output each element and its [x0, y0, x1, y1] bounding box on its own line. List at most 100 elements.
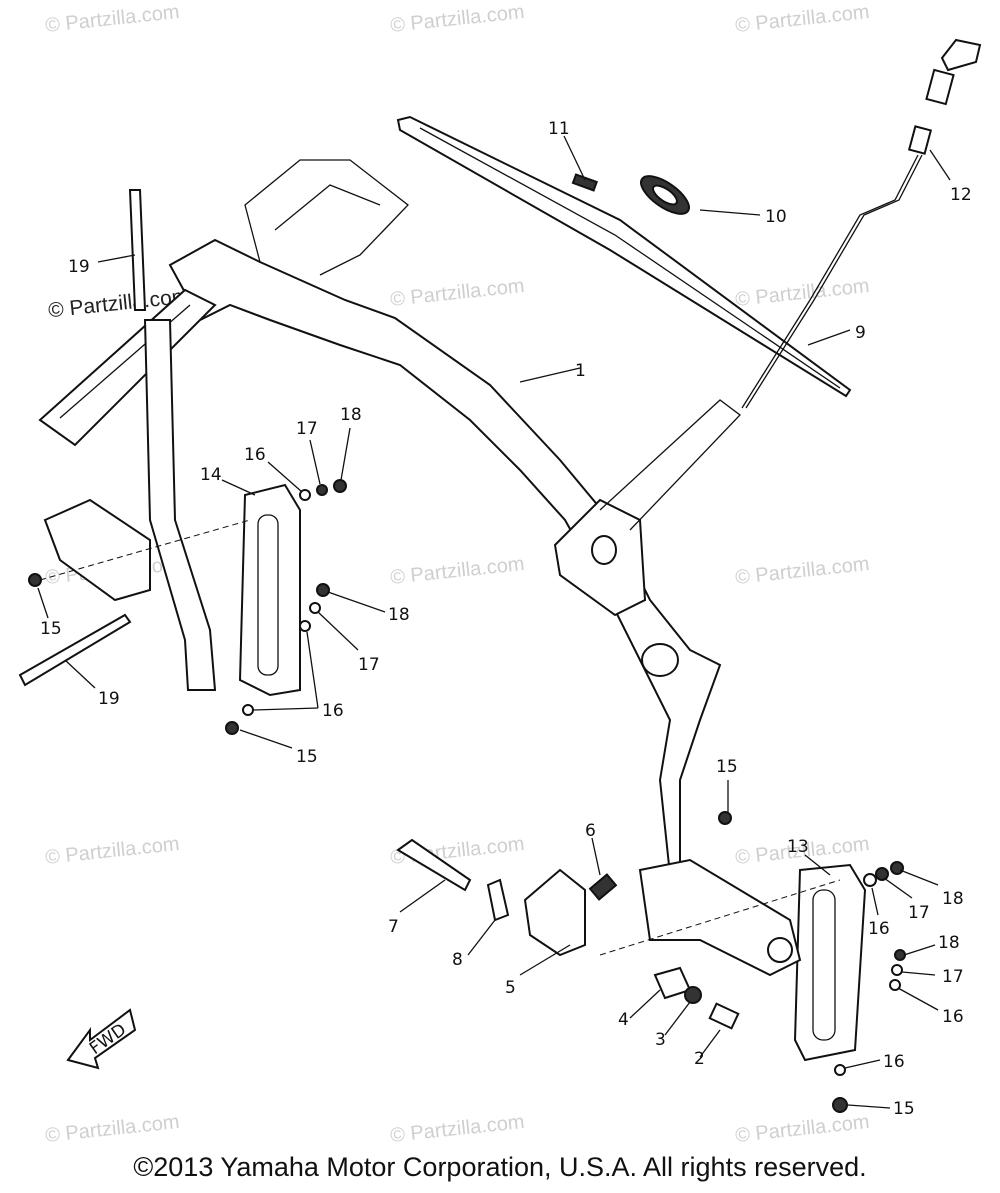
leader-line: [929, 149, 951, 181]
bolt-small-part: [708, 1002, 740, 1030]
callout: 19: [68, 257, 90, 277]
leader-line: [847, 1104, 891, 1109]
left-leg-part: [143, 319, 217, 691]
strap-part: [128, 189, 147, 311]
leader-line: [340, 427, 351, 481]
washer-part: [242, 704, 254, 716]
leader-line: [804, 854, 831, 876]
leader-line: [252, 707, 319, 711]
leader-line: [901, 971, 936, 976]
callout: 3: [655, 1030, 666, 1050]
leader-line: [519, 944, 571, 976]
leader-line: [563, 135, 586, 181]
fwd-arrow-icon: [66, 1008, 137, 1070]
callout: 14: [200, 465, 222, 485]
shield-plate-edge: [419, 127, 841, 389]
frame-top-detail: [274, 184, 381, 231]
clamp-part: [523, 868, 586, 957]
washer-part: [316, 484, 328, 496]
leader-line: [807, 329, 851, 346]
callout: 17: [358, 655, 380, 675]
washer-part: [684, 986, 702, 1004]
callout: 16: [868, 919, 890, 939]
leader-line: [239, 729, 293, 749]
leader-line: [844, 1059, 881, 1069]
callout: 18: [388, 605, 410, 625]
bolt-part: [225, 721, 239, 735]
leader-line: [37, 587, 49, 619]
leader-line: [327, 591, 386, 613]
callout: 15: [893, 1099, 915, 1119]
callout: 18: [938, 933, 960, 953]
callout: 15: [40, 619, 62, 639]
leader-line: [699, 209, 761, 216]
leader-line: [699, 1029, 721, 1058]
washer-part: [891, 964, 903, 976]
washer-part: [309, 602, 321, 614]
leader-line: [221, 479, 256, 496]
leader-line: [399, 879, 446, 913]
leader-line: [97, 254, 136, 263]
frame-bracket-hole: [591, 535, 617, 565]
callout: 11: [548, 119, 570, 139]
callout: 12: [950, 185, 972, 205]
leader-line: [903, 944, 936, 956]
center-stay-slot: [257, 514, 279, 676]
washer-part: [299, 620, 311, 632]
bolt-part: [28, 573, 42, 587]
washer-part: [889, 979, 901, 991]
callout: 17: [942, 967, 964, 987]
leader-line: [897, 987, 939, 1011]
leader-line: [591, 837, 601, 876]
leader-line: [629, 989, 661, 1019]
right-bracket-hole: [767, 937, 793, 963]
bolt-part: [832, 1097, 848, 1113]
callout: 15: [296, 747, 318, 767]
assembly-line: [39, 519, 251, 581]
cable-line: [741, 154, 919, 409]
leader-line: [519, 367, 581, 383]
leader-line: [267, 461, 303, 493]
leader-line: [883, 877, 913, 899]
nut-part: [894, 949, 906, 961]
pin-part: [588, 873, 618, 901]
leader-line: [664, 1001, 691, 1036]
bolt-part: [718, 811, 732, 825]
cable-knob-part: [940, 38, 982, 72]
callout: 13: [787, 837, 809, 857]
frame-boss: [641, 643, 679, 677]
right-stay-slot: [812, 889, 836, 1041]
shield-plate-part: [396, 115, 852, 398]
cable-line: [745, 154, 923, 409]
callout: 16: [244, 445, 266, 465]
washer-part: [875, 867, 889, 881]
leader-line: [871, 887, 879, 916]
callout: 1: [575, 361, 586, 381]
callout: 16: [322, 701, 344, 721]
left-lower-bracket-part: [43, 498, 151, 602]
callout: 18: [942, 889, 964, 909]
nut-part: [333, 479, 347, 493]
assembly-line: [599, 879, 841, 956]
callout: 10: [765, 207, 787, 227]
copyright-notice: ©2013 Yamaha Motor Corporation, U.S.A. A…: [133, 1152, 867, 1182]
callout: 2: [694, 1049, 705, 1069]
callout: 6: [585, 821, 596, 841]
leader-line: [317, 611, 359, 651]
callout: 8: [452, 950, 463, 970]
callout: 15: [716, 757, 738, 777]
leader-line: [64, 659, 96, 689]
right-stay-part: [793, 863, 867, 1062]
washer-part: [863, 873, 877, 887]
clip-part: [571, 173, 598, 192]
callout: 16: [883, 1052, 905, 1072]
leader-line: [309, 439, 321, 485]
leader-line: [899, 869, 939, 886]
cable-sleeve-part: [907, 125, 933, 155]
callout: 4: [618, 1010, 629, 1030]
frame-top-plate: [244, 159, 409, 276]
callout: 16: [942, 1007, 964, 1027]
callout: 7: [388, 917, 399, 937]
